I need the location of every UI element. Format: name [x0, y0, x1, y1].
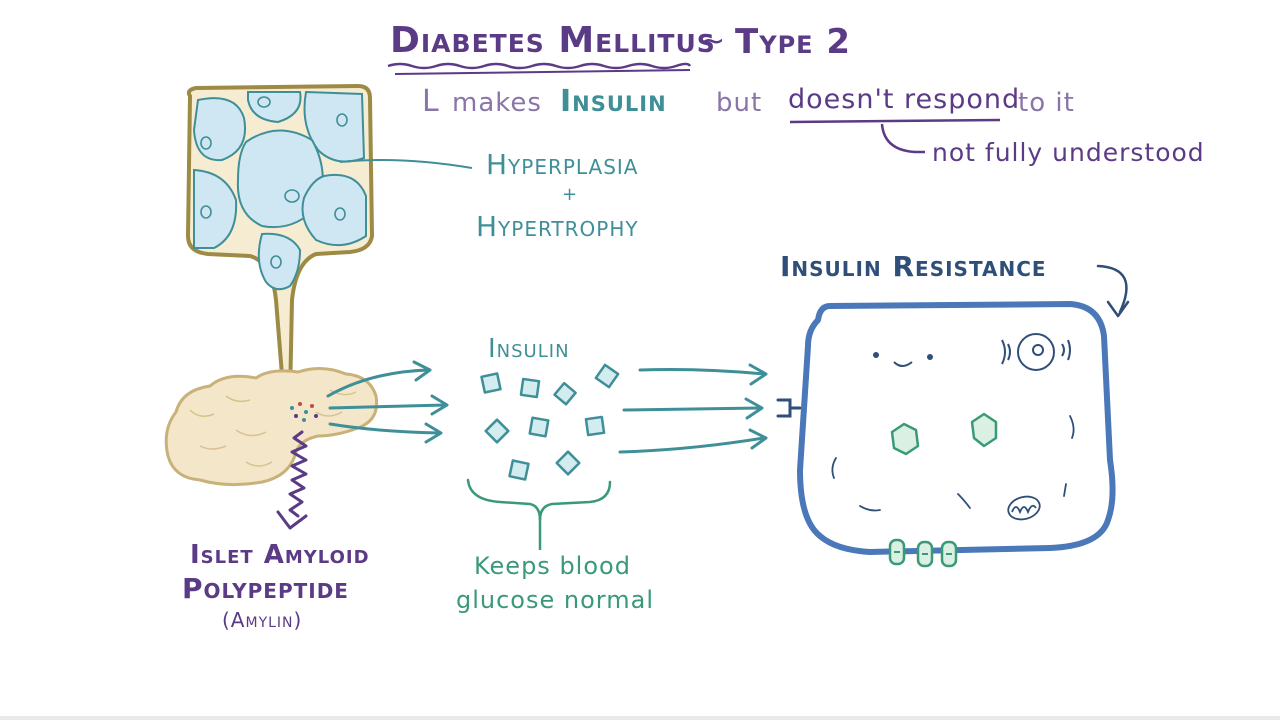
insulin-molecule: [480, 372, 502, 394]
label-polypeptide: Polypeptide: [182, 572, 349, 605]
nucleus-organelle: [1001, 333, 1071, 371]
title-type: Type 2: [735, 22, 852, 62]
islet-dots: [290, 402, 318, 422]
pancreas-texture: [189, 389, 357, 467]
glut-hexagons: [890, 412, 998, 456]
fat-cells: [192, 90, 367, 291]
insulin-molecule: [555, 450, 581, 476]
label-islet-amyloid: Islet Amyloid: [190, 540, 370, 570]
adipose-tissue: [186, 84, 473, 402]
bottom-bar: [0, 716, 1280, 720]
mitochondrion: [1007, 495, 1041, 521]
insulin-molecule: [594, 363, 620, 389]
insulin-molecule: [584, 415, 606, 437]
adipose-callout-line: [339, 159, 473, 169]
subtitle-doesnt-respond: doesn't respond: [788, 84, 1021, 115]
resistance-arrow: [1096, 264, 1130, 318]
insulin-molecules: [480, 363, 620, 481]
subtitle-insulin: Insulin: [560, 84, 667, 119]
membrane-channels: [888, 538, 958, 568]
insulin-molecule: [508, 459, 530, 481]
fat-cell-nuclei: [200, 96, 348, 269]
title-main: Diabetes Mellitus: [390, 20, 716, 61]
label-plus: +: [562, 184, 579, 205]
insulin-receptor-icon: [776, 398, 802, 418]
insulin-brace: [466, 478, 612, 521]
amylin-arrow: [276, 430, 308, 530]
insulin-molecule: [519, 377, 541, 399]
insulin-molecule: [528, 416, 550, 438]
subtitle-to-it: to it: [1018, 88, 1075, 118]
label-amylin: (Amylin): [222, 608, 303, 632]
subtitle-but: but: [716, 88, 763, 118]
title-separator: ~: [700, 24, 727, 59]
subtitle-makes: makes: [452, 88, 542, 118]
label-hypertrophy: Hypertrophy: [476, 210, 639, 243]
label-keeps-blood: Keeps blood: [474, 552, 631, 580]
cell-face: [873, 352, 933, 367]
pancreas: [164, 367, 379, 487]
label-insulin: Insulin: [488, 334, 570, 364]
subtitle-hook: L: [422, 84, 440, 119]
title-underline: [387, 62, 692, 75]
cytoplasm-squiggles: [831, 415, 1075, 512]
label-insulin-resistance: Insulin Resistance: [780, 250, 1047, 283]
pancreas-to-insulin-arrows: [326, 360, 449, 444]
subtitle-note: not fully understood: [932, 138, 1205, 167]
label-hyperplasia: Hyperplasia: [486, 148, 639, 181]
insulin-to-cell-arrows: [618, 363, 768, 454]
target-cell: [797, 301, 1116, 568]
doesnt-respond-underline: [789, 118, 1001, 154]
insulin-molecule: [484, 418, 510, 444]
insulin-molecule: [553, 381, 577, 406]
label-glucose-normal: glucose normal: [456, 586, 654, 614]
